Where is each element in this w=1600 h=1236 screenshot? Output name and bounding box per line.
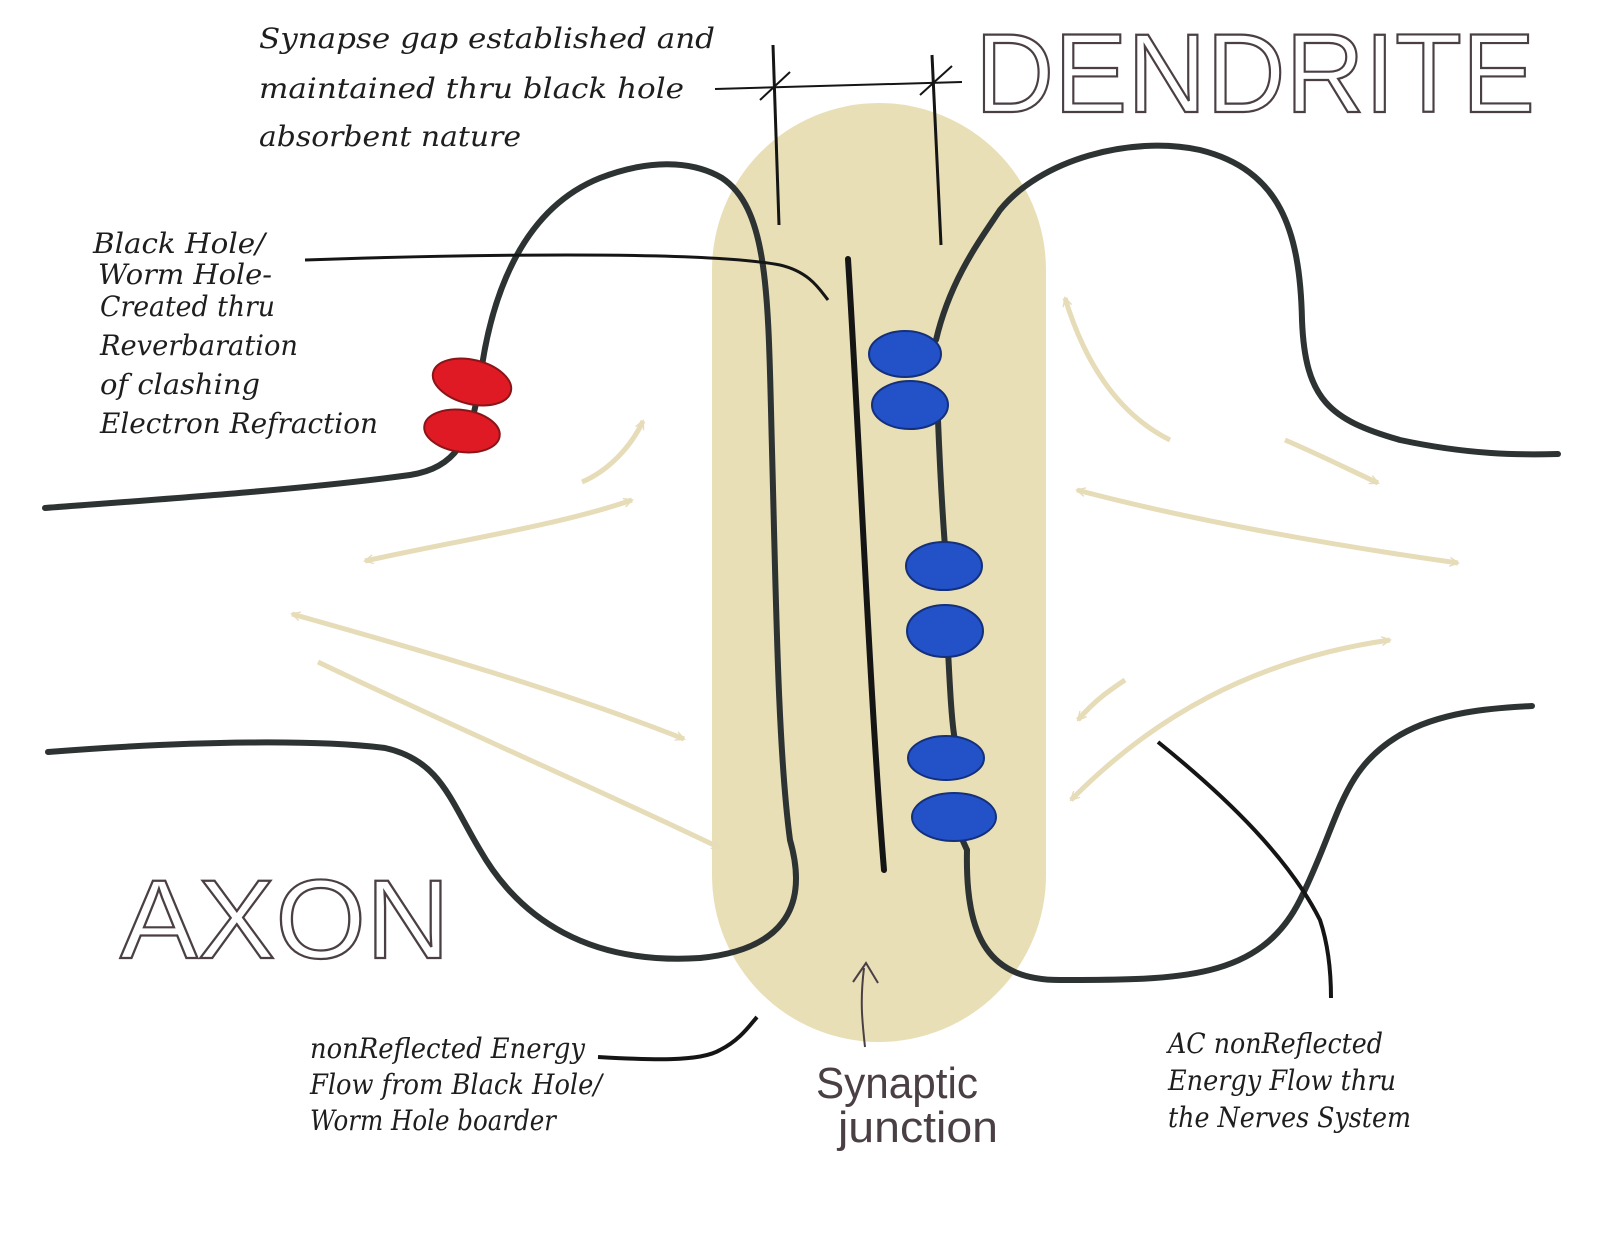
dendrite-label: DENDRITE xyxy=(975,11,1535,136)
black-hole-line-4: Reverbaration xyxy=(99,329,298,362)
gap-tick-right xyxy=(919,65,953,96)
arrow-left-2 xyxy=(580,421,646,485)
ac-energy-line-3: the Nerves System xyxy=(1168,1101,1411,1134)
axon-outline-bottom xyxy=(45,739,703,962)
blue-dot-4 xyxy=(906,604,984,658)
blue-dot-3 xyxy=(905,541,983,591)
gap-line-left xyxy=(771,44,781,226)
blue-dot-2 xyxy=(871,380,949,430)
blue-dot-6 xyxy=(911,792,997,842)
blue-dot-1 xyxy=(868,330,942,378)
leader-nonreflected xyxy=(597,1015,759,1062)
energy-arrows-right xyxy=(1065,298,1458,802)
arrow-right-4 xyxy=(1069,640,1390,802)
synaptic-junction-line-1: Synaptic xyxy=(816,1059,978,1108)
ac-energy-line-1: AC nonReflected xyxy=(1165,1027,1383,1060)
gap-tick-left xyxy=(759,71,791,101)
synapse-gap-note: Synapse gap established and maintained t… xyxy=(259,22,715,153)
ac-energy-line-2: Energy Flow thru xyxy=(1167,1064,1396,1097)
arrow-left-4 xyxy=(316,659,720,851)
black-hole-line-1: Black Hole/ xyxy=(92,227,268,260)
synapse-gap-line-1: Synapse gap established and xyxy=(259,22,715,55)
synaptic-junction-note: Synaptic junction xyxy=(816,1059,998,1152)
arrow-right-2 xyxy=(1284,437,1378,486)
ac-energy-note: AC nonReflected Energy Flow thru the Ner… xyxy=(1165,1027,1411,1134)
blue-dot-5 xyxy=(907,735,985,781)
junction-arrow xyxy=(852,961,879,1048)
red-vesicles xyxy=(423,357,513,454)
blue-receptors xyxy=(868,330,997,842)
gap-line-right xyxy=(930,54,943,246)
axon-outline-top xyxy=(42,161,799,961)
gap-dimension xyxy=(714,81,963,90)
arrow-right-3 xyxy=(1077,490,1458,563)
synaptic-junction-line-2: junction xyxy=(836,1103,998,1152)
red-dot-2 xyxy=(423,408,501,454)
black-hole-line-6: Electron Refraction xyxy=(99,407,378,440)
center-line xyxy=(845,256,887,873)
black-hole-line-2: Worm Hole- xyxy=(98,258,272,291)
nonreflected-line-1: nonReflected Energy xyxy=(310,1032,586,1065)
arrow-left-1 xyxy=(365,497,632,561)
black-hole-line-5: of clashing xyxy=(100,368,260,401)
gap-measure xyxy=(714,44,963,246)
black-hole-note: Black Hole/ Worm Hole- Created thru Reve… xyxy=(92,227,378,440)
energy-arrows-left xyxy=(292,421,720,851)
nonreflected-line-2: Flow from Black Hole/ xyxy=(309,1068,604,1101)
arrow-left-3 xyxy=(292,614,684,742)
arrow-right-1 xyxy=(1065,298,1172,443)
arrow-right-5 xyxy=(1076,677,1127,722)
synapse-gap-line-2: maintained thru black hole xyxy=(259,72,684,105)
synapse-gap-line-3: absorbent nature xyxy=(259,120,521,153)
nonreflected-line-3: Worm Hole boarder xyxy=(310,1104,557,1137)
nonreflected-note: nonReflected Energy Flow from Black Hole… xyxy=(309,1032,604,1137)
leader-ac xyxy=(1156,740,1333,999)
axon-label: AXON xyxy=(120,857,450,982)
red-dot-1 xyxy=(431,357,513,407)
dendrite-outline-bottom xyxy=(963,703,1535,984)
dendrite-outline-top xyxy=(933,142,1561,458)
leader-black-hole xyxy=(304,253,830,301)
black-hole-line-3: Created thru xyxy=(100,290,275,323)
